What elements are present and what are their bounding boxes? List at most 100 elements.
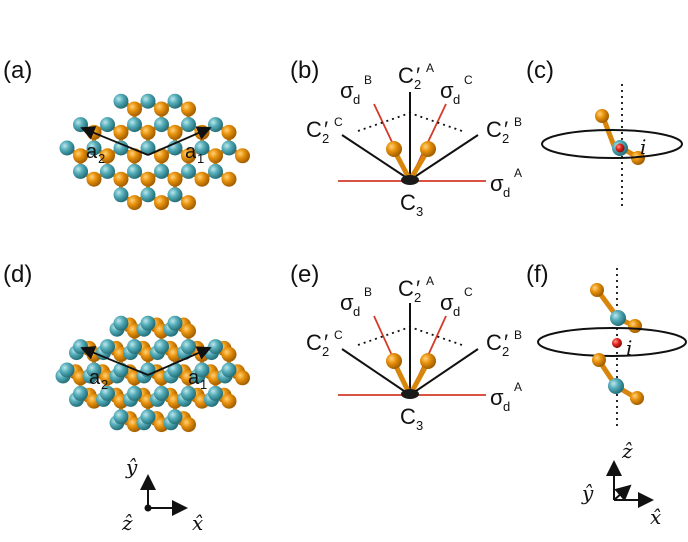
panel-label-a: (a): [3, 57, 32, 84]
panel-label-f: (f): [526, 261, 549, 288]
c2-prime: ′: [324, 330, 328, 355]
panel-label-b: (b): [290, 57, 319, 84]
c2-subscript: 2: [322, 131, 329, 146]
metal-atom: [140, 409, 156, 425]
metal-atom: [181, 385, 196, 401]
monolayer-lattice: [59, 93, 250, 211]
lattice-vector-a2-label-bilayer: a: [89, 367, 101, 389]
sigma-subscript: d: [353, 304, 360, 319]
c2-prime: ′: [504, 117, 508, 142]
metal-atom: [100, 163, 115, 179]
metal-atom: [167, 315, 183, 331]
metal-atom: [181, 117, 196, 133]
coordinate-axes-xy: ŷ ẑ x̂: [121, 455, 203, 535]
chalcogen-atom: [181, 101, 196, 117]
c3-label: C: [400, 404, 416, 429]
metal-atom: [113, 315, 129, 331]
c2-superscript-C: C: [334, 328, 343, 342]
panel-label-d: (d): [3, 261, 32, 288]
chalcogen-atom: [113, 124, 129, 140]
c2-label: C: [486, 117, 502, 142]
sigma-superscript-B: B: [364, 285, 372, 299]
chalcogen-atom: [154, 101, 169, 117]
lattice-vector-a2-subscript-bilayer: 2: [101, 377, 108, 392]
metal-atom: [127, 163, 142, 179]
sigma-superscript-A: A: [514, 380, 522, 394]
c2-subscript: 2: [502, 131, 509, 146]
metal-atom: [140, 362, 156, 378]
y-axis-label: ŷ: [125, 455, 138, 479]
metal-atom: [208, 385, 223, 401]
sigma-subscript: d: [453, 304, 460, 319]
metal-atom: [86, 140, 102, 156]
c2-prime: ′: [504, 330, 508, 355]
c2-subscript: 2: [414, 290, 421, 305]
metal-atom: [113, 93, 129, 109]
inversion-diagram-c: i: [541, 84, 683, 210]
sigma-superscript-B: B: [364, 73, 372, 87]
chalcogen-atom: [181, 195, 196, 211]
chalcogen-atom: [221, 346, 237, 362]
sigma-subscript: d: [503, 399, 510, 414]
lattice-vector-a1-label-bilayer: a: [188, 367, 200, 389]
sigma-subscript: d: [503, 185, 510, 200]
c2-prime-B-axis: [409, 134, 479, 181]
c2-superscript-B: B: [514, 115, 522, 129]
metal-atom: [113, 409, 129, 425]
chalcogen-atom: [127, 148, 142, 164]
metal-atom: [208, 339, 223, 355]
c3-axis-marker: [401, 175, 419, 185]
z-axis-label: ẑ: [121, 511, 133, 535]
chalcogen-atom: [221, 393, 237, 409]
sigma-superscript-C: C: [464, 285, 473, 299]
chalcogen-atom: [235, 148, 250, 164]
c2-superscript-B: B: [514, 328, 522, 342]
metal-atom: [167, 187, 183, 203]
metal-atom: [154, 385, 169, 401]
c2-label: C: [486, 330, 502, 355]
panel-label-c: (c): [526, 57, 554, 84]
unit-cell-outline: [357, 112, 463, 132]
sigma-superscript-C: C: [464, 73, 473, 87]
c3-label: C: [400, 190, 416, 215]
metal-atom: [194, 362, 210, 378]
c3-subscript: 3: [416, 204, 423, 219]
c2-prime-C-axis: [341, 348, 411, 396]
chalcogen-atom: [140, 171, 156, 187]
sigma-subscript: d: [353, 92, 360, 107]
chalcogen-atom: [73, 148, 88, 164]
chalcogen-atom: [167, 171, 183, 187]
metal-atom: [100, 339, 115, 355]
lattice-vector-a1-subscript: 1: [197, 151, 204, 166]
c2-prime: ′: [416, 276, 420, 301]
metal-atom: [140, 93, 156, 109]
lattice-vector-a1: a 1: [147, 126, 212, 166]
chalcogen-atom: [181, 323, 196, 339]
chalcogen-atom: [100, 148, 115, 164]
c2-subscript: 2: [414, 77, 421, 92]
sigma-label: σ: [340, 290, 354, 315]
chalcogen-atom: [113, 171, 129, 187]
chalcogen-atom: [167, 124, 183, 140]
metal-atom: [608, 378, 624, 394]
sigma-label: σ: [440, 290, 454, 315]
lattice-vector-a2: a 2: [80, 126, 149, 166]
metal-atom: [127, 385, 142, 401]
chalcogen-atom: [420, 141, 436, 157]
x-axis-label: x̂: [650, 505, 661, 529]
sigma-superscript-A: A: [514, 166, 522, 180]
z-axis-label: ẑ: [621, 439, 633, 463]
c2-prime-C-axis: [341, 134, 411, 181]
metal-atom: [73, 163, 88, 179]
chalcogen-atom: [386, 141, 402, 157]
horizontal-mirror-plane: [541, 129, 683, 159]
horizontal-mirror-plane: [537, 327, 687, 357]
inversion-center: [612, 338, 622, 348]
metal-atom: [73, 385, 88, 401]
chalcogen-atom: [590, 283, 604, 297]
lattice-vector-a1-label: a: [185, 141, 197, 163]
c2-label: C: [306, 117, 322, 142]
chalcogen-atom: [386, 353, 402, 369]
metal-atom: [127, 117, 142, 133]
